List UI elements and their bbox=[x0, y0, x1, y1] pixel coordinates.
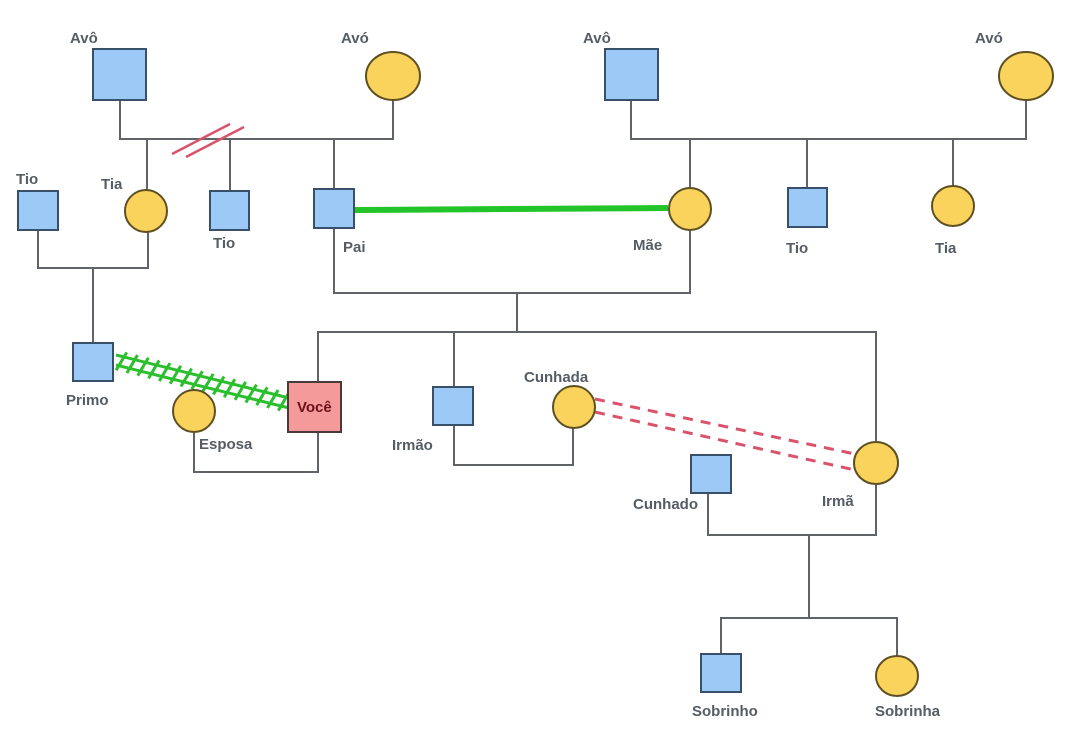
person-label: Avô bbox=[583, 30, 611, 47]
conflict-tick bbox=[201, 373, 215, 393]
person-label: Avó bbox=[975, 30, 1003, 47]
cutoff-slash-1 bbox=[171, 122, 231, 156]
person-label: Você bbox=[297, 399, 332, 416]
male-symbol bbox=[700, 653, 742, 693]
male-symbol bbox=[72, 342, 114, 382]
conflict-tick bbox=[158, 362, 172, 382]
female-symbol bbox=[552, 385, 596, 429]
tio-tia-marriage-line bbox=[37, 230, 149, 269]
person-cunhada[interactable]: Cunhada bbox=[524, 369, 596, 429]
person-label: Mãe bbox=[633, 237, 662, 254]
person-label: Irmã bbox=[822, 493, 854, 510]
conflict-tick bbox=[266, 389, 280, 409]
person-label: Pai bbox=[343, 239, 366, 256]
maternal-grandparents-marriage-line bbox=[630, 100, 1027, 140]
person-avo-paterna[interactable]: Avó bbox=[341, 30, 421, 101]
person-cunhado[interactable]: Cunhado bbox=[633, 454, 732, 513]
cutoff-slash-2 bbox=[185, 125, 245, 159]
conflict-tick bbox=[255, 386, 269, 407]
connectors bbox=[37, 100, 1027, 656]
male-symbol bbox=[209, 190, 250, 231]
conflict-tick bbox=[114, 351, 129, 372]
person-sobrinha[interactable]: Sobrinha bbox=[875, 655, 941, 720]
conflict-tick bbox=[190, 370, 204, 390]
person-avo-materno[interactable]: Avô bbox=[583, 30, 659, 101]
female-symbol bbox=[124, 189, 168, 233]
female-symbol bbox=[668, 187, 712, 231]
person-label: Tia bbox=[935, 240, 957, 257]
person-label: Tia bbox=[101, 176, 123, 193]
person-irmao[interactable]: Irmão bbox=[392, 386, 474, 454]
person-label: Irmão bbox=[392, 437, 433, 454]
male-symbol bbox=[690, 454, 732, 494]
pai-mae-marriage-line bbox=[333, 228, 691, 294]
female-symbol bbox=[998, 51, 1054, 101]
male-symbol bbox=[604, 48, 659, 101]
person-tia-materna[interactable]: Tia bbox=[931, 185, 975, 257]
person-sobrinho[interactable]: Sobrinho bbox=[692, 653, 758, 720]
conflict-tick bbox=[212, 375, 226, 396]
irmao-cunhada-marriage-line bbox=[453, 425, 574, 466]
person-label: Primo bbox=[66, 392, 109, 409]
person-avo-materna[interactable]: Avó bbox=[975, 30, 1054, 101]
female-symbol bbox=[365, 51, 421, 101]
nephews-sibship-line bbox=[720, 617, 898, 656]
female-symbol bbox=[172, 389, 216, 433]
female-symbol bbox=[931, 185, 975, 227]
person-mae[interactable]: Mãe bbox=[633, 187, 712, 254]
female-symbol bbox=[875, 655, 919, 697]
distant-rail-1 bbox=[594, 397, 856, 456]
person-label: Esposa bbox=[199, 436, 253, 453]
conflict-tick bbox=[244, 383, 258, 404]
person-label: Sobrinha bbox=[875, 703, 941, 720]
person-pai[interactable]: Pai bbox=[313, 188, 366, 256]
male-symbol bbox=[787, 187, 828, 228]
conflict-tick bbox=[147, 359, 161, 380]
index-person-symbol bbox=[287, 381, 342, 433]
person-label: Avó bbox=[341, 30, 369, 47]
paternal-grandparents-marriage-line bbox=[119, 100, 394, 140]
person-avo-paterno[interactable]: Avô bbox=[70, 30, 147, 101]
male-symbol bbox=[17, 190, 59, 231]
person-label: Avô bbox=[70, 30, 98, 47]
sibship-line bbox=[317, 331, 877, 443]
person-irma[interactable]: Irmã bbox=[822, 441, 899, 510]
conflict-tick bbox=[125, 354, 139, 374]
cutoff-marker bbox=[171, 122, 245, 159]
conflict-tick bbox=[136, 356, 150, 377]
cunhado-irma-marriage-line bbox=[707, 485, 877, 536]
person-tio-paterno[interactable]: Tio bbox=[209, 190, 250, 252]
person-esposa[interactable]: Esposa bbox=[172, 389, 253, 453]
voce-esposa-marriage-line bbox=[193, 432, 319, 473]
person-label: Cunhada bbox=[524, 369, 589, 386]
conflict-tick bbox=[179, 367, 193, 388]
distant-rail-2 bbox=[594, 410, 856, 472]
person-label: Tio bbox=[213, 235, 235, 252]
person-primo[interactable]: Primo bbox=[66, 342, 114, 409]
person-label: Cunhado bbox=[633, 496, 698, 513]
conflict-tick bbox=[233, 381, 247, 401]
person-voce[interactable]: Você bbox=[287, 381, 342, 433]
conflict-tick bbox=[168, 365, 183, 385]
person-label: Tio bbox=[16, 171, 38, 188]
person-label: Tio bbox=[786, 240, 808, 257]
male-symbol bbox=[313, 188, 355, 229]
female-symbol bbox=[853, 441, 899, 485]
person-tio-casado[interactable]: Tio bbox=[16, 171, 59, 231]
conflict-tick bbox=[222, 378, 237, 398]
person-tio-materno[interactable]: Tio bbox=[786, 187, 828, 257]
distant-line-cunhada-irma bbox=[594, 397, 856, 472]
male-symbol bbox=[432, 386, 474, 426]
person-tia-paterna[interactable]: Tia bbox=[101, 176, 168, 233]
harmony-line-pai-mae bbox=[354, 205, 669, 213]
male-symbol bbox=[92, 48, 147, 101]
person-label: Sobrinho bbox=[692, 703, 758, 720]
